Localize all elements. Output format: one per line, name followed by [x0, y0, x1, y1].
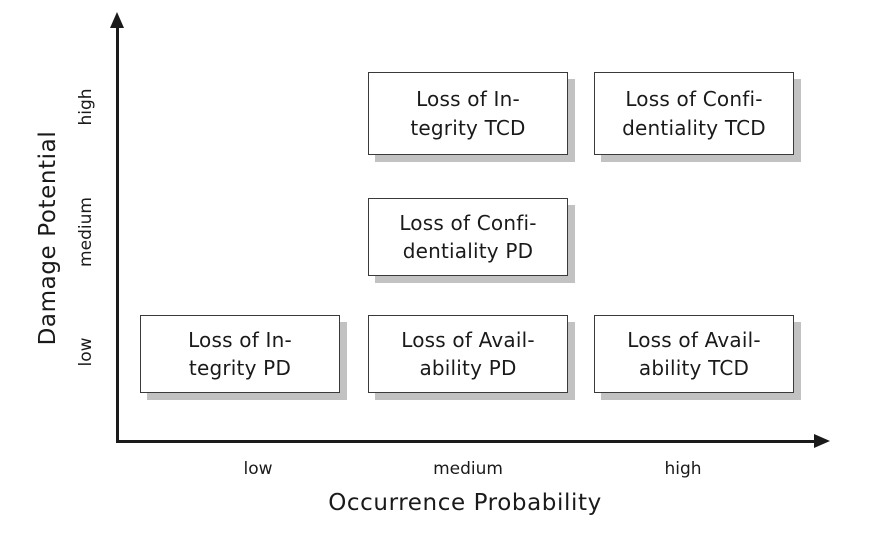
risk-cell-label: Loss of Confi- dentiality TCD	[622, 87, 766, 140]
y-axis-tick-high: high	[76, 88, 96, 126]
y-axis-tick-medium: medium	[76, 197, 96, 267]
x-axis-title: Occurrence Probability	[328, 490, 602, 516]
x-axis-line	[116, 440, 821, 443]
y-axis-line	[116, 24, 119, 443]
y-axis-tick-low: low	[76, 337, 96, 367]
risk-cell-confidentiality-pd[interactable]: Loss of Confi- dentiality PD	[368, 198, 568, 276]
risk-cell-availability-pd[interactable]: Loss of Avail- ability PD	[368, 315, 568, 393]
x-axis-tick-low: low	[243, 459, 273, 479]
x-axis-tick-medium: medium	[433, 459, 503, 479]
risk-cell-label: Loss of In- tegrity PD	[188, 327, 292, 380]
risk-cell-label: Loss of Confi- dentiality PD	[399, 210, 537, 263]
x-axis-tick-high: high	[664, 459, 702, 479]
risk-cell-label: Loss of In- tegrity TCD	[410, 87, 526, 140]
risk-cell-label: Loss of Avail- ability TCD	[627, 327, 761, 380]
risk-cell-confidentiality-tcd[interactable]: Loss of Confi- dentiality TCD	[594, 72, 794, 155]
y-axis-title: Damage Potential	[35, 130, 61, 346]
risk-cell-integrity-tcd[interactable]: Loss of In- tegrity TCD	[368, 72, 568, 155]
risk-cell-integrity-pd[interactable]: Loss of In- tegrity PD	[140, 315, 340, 393]
x-axis-arrow-icon	[814, 433, 830, 448]
risk-cell-label: Loss of Avail- ability PD	[401, 327, 535, 380]
risk-cell-availability-tcd[interactable]: Loss of Avail- ability TCD	[594, 315, 794, 393]
y-axis-arrow-icon	[110, 12, 124, 28]
